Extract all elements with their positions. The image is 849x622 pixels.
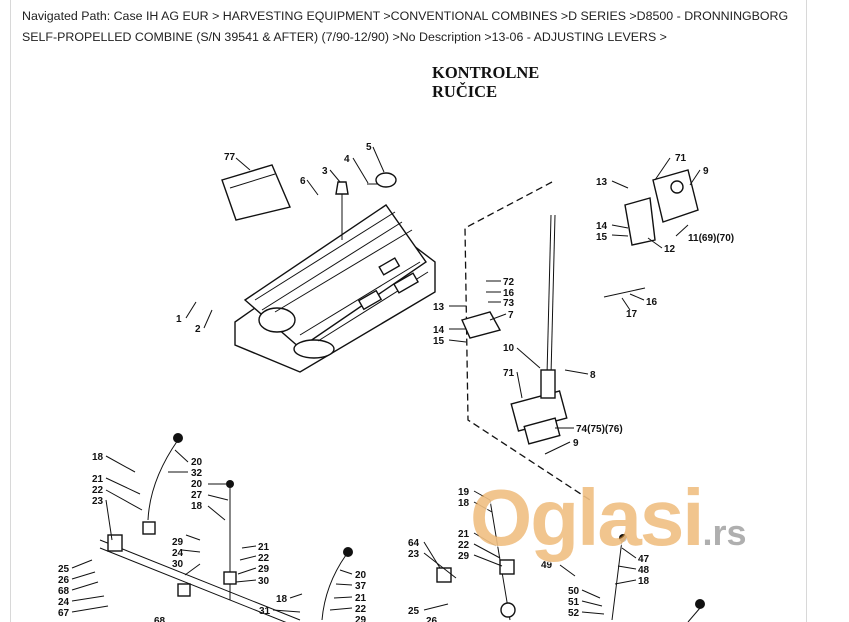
callout-numbers: 77 6 3 4 5 71 9 13 14 15 11(69)(70) 12 1… xyxy=(58,142,734,622)
callout-22-d: 22 xyxy=(458,540,470,551)
callout-18-c: 18 xyxy=(276,594,288,605)
callout-51: 51 xyxy=(568,597,580,608)
callout-6: 6 xyxy=(300,176,306,187)
callout-leaders xyxy=(71,146,701,615)
console-housing xyxy=(234,204,436,373)
callout-21-c: 21 xyxy=(355,593,367,604)
callout-13-middle: 13 xyxy=(433,302,445,313)
callout-49: 49 xyxy=(541,560,553,571)
callout-24-a: 24 xyxy=(172,548,184,559)
callout-30-a: 30 xyxy=(172,559,184,570)
diagram-title-line-2: RUČICE xyxy=(432,82,498,101)
callout-29-c: 29 xyxy=(355,615,367,622)
callout-15-upper: 15 xyxy=(596,232,608,243)
callout-20-a: 20 xyxy=(191,457,203,468)
callout-3: 3 xyxy=(322,166,328,177)
callout-29-b: 29 xyxy=(258,564,270,575)
callout-37: 37 xyxy=(355,581,367,592)
bracket-11 xyxy=(652,169,699,223)
cover-plate xyxy=(221,164,291,221)
callout-20-b: 20 xyxy=(191,479,203,490)
callout-48: 48 xyxy=(638,565,650,576)
callout-18-d: 18 xyxy=(458,498,470,509)
callout-31: 31 xyxy=(259,606,271,617)
callout-22-c: 22 xyxy=(355,604,367,615)
diagram-title: KONTROLNE RUČICE xyxy=(432,63,539,101)
callout-9-lower: 9 xyxy=(573,438,579,449)
callout-27: 27 xyxy=(191,490,203,501)
callout-68-a: 68 xyxy=(58,586,70,597)
lower-left-lever-assembly xyxy=(99,433,353,622)
callout-23-a: 23 xyxy=(92,496,104,507)
callout-77: 77 xyxy=(224,152,236,163)
watermark-logo: Oglasi.rs xyxy=(470,478,747,573)
callout-26-b: 26 xyxy=(426,616,438,622)
callout-17: 17 xyxy=(626,309,638,320)
callout-18-b: 18 xyxy=(191,501,203,512)
knob-5 xyxy=(375,172,397,188)
callout-29-d: 29 xyxy=(458,551,470,562)
watermark-suffix: .rs xyxy=(702,512,747,553)
lower-right-lever-assembly xyxy=(436,499,705,622)
control-cable-path xyxy=(464,181,591,501)
callout-21-b: 21 xyxy=(258,542,270,553)
callout-32: 32 xyxy=(191,468,203,479)
callout-20-c: 20 xyxy=(355,570,367,581)
callout-9-upper: 9 xyxy=(703,166,709,177)
callout-14-middle: 14 xyxy=(433,325,445,336)
callout-16-middle: 16 xyxy=(503,288,515,299)
callout-74: 74(75)(76) xyxy=(576,424,623,435)
callout-5: 5 xyxy=(366,142,372,153)
diagram-title-line-1: KONTROLNE xyxy=(432,63,540,82)
callout-67: 67 xyxy=(58,608,70,619)
callout-64: 64 xyxy=(408,538,420,549)
callout-11: 11(69)(70) xyxy=(688,233,734,244)
callout-52: 52 xyxy=(568,608,580,619)
callout-23-b: 23 xyxy=(408,549,420,560)
callout-25-a: 25 xyxy=(58,564,70,575)
callout-15-middle: 15 xyxy=(433,336,445,347)
callout-1: 1 xyxy=(176,314,182,325)
callout-22-b: 22 xyxy=(258,553,270,564)
callout-47: 47 xyxy=(638,554,650,565)
callout-2: 2 xyxy=(195,324,201,335)
callout-4: 4 xyxy=(344,154,350,165)
callout-10: 10 xyxy=(503,343,515,354)
main-lever-rod xyxy=(546,214,552,376)
callout-29-a: 29 xyxy=(172,537,184,548)
callout-26-a: 26 xyxy=(58,575,70,586)
callout-30-b: 30 xyxy=(258,576,270,587)
callout-73: 73 xyxy=(503,298,515,309)
bracket-73 xyxy=(461,311,502,339)
callout-8: 8 xyxy=(590,370,596,381)
callout-71-upper: 71 xyxy=(675,153,687,164)
callout-50: 50 xyxy=(568,586,580,597)
callout-18-a: 18 xyxy=(92,452,104,463)
callout-13-upper: 13 xyxy=(596,177,608,188)
watermark-text: Oglasi xyxy=(470,473,705,562)
callout-7: 7 xyxy=(508,310,514,321)
callout-19: 19 xyxy=(458,487,470,498)
knob-3 xyxy=(335,181,349,195)
callout-22-a: 22 xyxy=(92,485,104,496)
callout-72: 72 xyxy=(503,277,515,288)
callout-21-a: 21 xyxy=(92,474,104,485)
callout-14-upper: 14 xyxy=(596,221,608,232)
callout-12: 12 xyxy=(664,244,676,255)
callout-21-d: 21 xyxy=(458,529,470,540)
navigated-path-breadcrumb[interactable]: Navigated Path: Case IH AG EUR > HARVEST… xyxy=(22,9,789,44)
callout-18-e: 18 xyxy=(638,576,650,587)
callout-68-b: 68 xyxy=(154,616,166,622)
callout-25-b: 25 xyxy=(408,606,420,617)
content-frame xyxy=(10,0,807,622)
callout-24-b: 24 xyxy=(58,597,70,608)
callout-16-upper: 16 xyxy=(646,297,658,308)
callout-71-lower: 71 xyxy=(503,368,515,379)
